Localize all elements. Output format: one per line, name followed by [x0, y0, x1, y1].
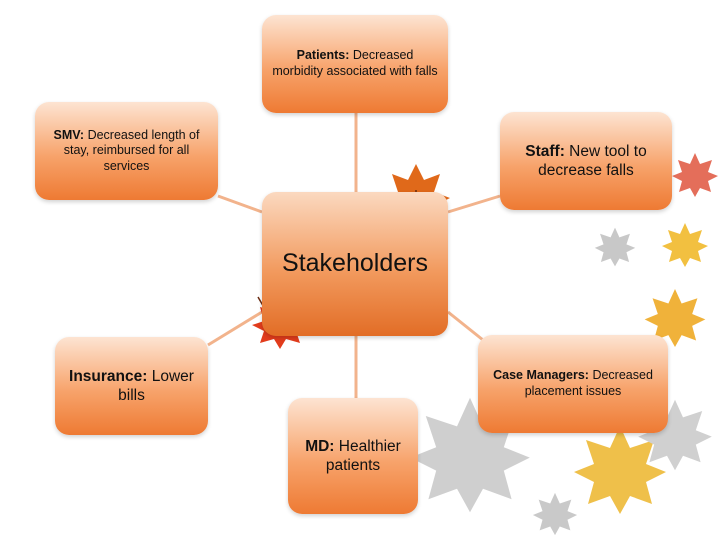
smv-box: SMV: Decreased length of stay, reimburse…: [35, 102, 218, 200]
connector-staff: [447, 194, 501, 214]
smv-text: Decreased length of stay, reimbursed for…: [63, 127, 200, 173]
patients-box: Patients: Decreased morbidity associated…: [262, 15, 448, 113]
autumn-leaf-icon: [574, 426, 666, 514]
case-managers-text: Decreased placement issues: [524, 368, 653, 398]
autumn-leaf-icon: [532, 492, 578, 536]
case-managers-title: Case Managers:: [493, 368, 589, 383]
staff-text: New tool to decrease falls: [538, 142, 647, 179]
patients-title: Patients:: [296, 48, 350, 63]
insurance-title: Insurance:: [69, 367, 148, 385]
case-managers-box: Case Managers: Decreased placement issue…: [478, 335, 668, 433]
insurance-text: Lower bills: [118, 367, 194, 404]
connector-insurance: [207, 310, 263, 347]
md-title: MD:: [305, 437, 335, 455]
connector-smv: [217, 194, 263, 214]
staff-title: Staff:: [525, 142, 565, 160]
md-box: MD: Healthier patients: [288, 398, 418, 514]
insurance-box: Insurance: Lower bills: [55, 337, 208, 435]
autumn-leaf-icon: [594, 227, 636, 267]
autumn-leaf-icon: [662, 223, 708, 267]
autumn-leaf-icon: [644, 288, 706, 348]
md-text: Healthier patients: [325, 437, 401, 474]
staff-box: Staff: New tool to decrease falls: [500, 112, 672, 210]
autumn-leaf-icon: [672, 153, 718, 197]
stakeholders-center-box: Stakeholders: [262, 192, 448, 336]
smv-title: SMV:: [53, 127, 85, 142]
center-label: Stakeholders: [282, 249, 428, 278]
patients-text: Decreased morbidity associated with fall…: [272, 48, 438, 78]
